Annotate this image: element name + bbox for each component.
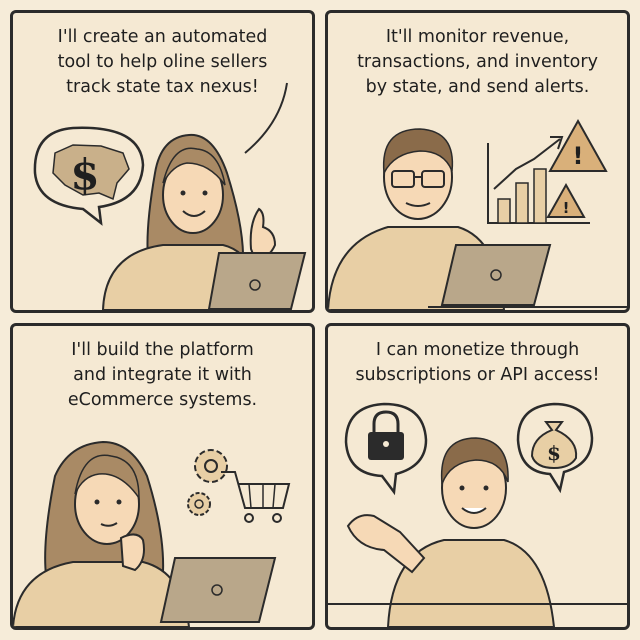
- comic-panel-2: ! ! It'll monitor revenue, tr: [325, 10, 630, 313]
- panel-4-caption: I can monetize through subscriptions or …: [336, 338, 619, 388]
- warning-icon: ! !: [546, 118, 608, 218]
- svg-text:!: !: [573, 142, 584, 170]
- laptop: [159, 557, 277, 623]
- dollar-map-icon: $: [33, 126, 145, 226]
- comic-panel-3: I'll build the platform and integrate it…: [10, 323, 315, 630]
- caption-line: It'll monitor revenue,: [385, 27, 570, 47]
- caption-line: I'll build the platform: [71, 340, 254, 360]
- caption-line: subscriptions or API access!: [355, 365, 600, 385]
- svg-text:$: $: [70, 150, 99, 199]
- man-character: [346, 437, 556, 627]
- panel-2-caption: It'll monitor revenue, transactions, and…: [336, 25, 619, 100]
- caption-line: and integrate it with: [73, 365, 252, 385]
- money-bag-icon: $: [516, 402, 594, 494]
- svg-text:$: $: [547, 441, 561, 465]
- comic-panel-4: $ I can monetize through subscriptions o…: [325, 323, 630, 630]
- svg-text:!: !: [563, 199, 570, 217]
- shopping-cart-icon: [221, 471, 291, 523]
- lock-icon: [344, 402, 428, 496]
- caption-line: transactions, and inventory: [357, 52, 598, 72]
- caption-line: by state, and send alerts.: [365, 77, 590, 97]
- caption-line: eCommerce systems.: [67, 390, 258, 410]
- caption-line: I'll create an automated: [57, 27, 268, 47]
- laptop: [207, 252, 307, 310]
- laptop: [428, 244, 627, 308]
- bar-chart-icon: [487, 136, 590, 224]
- gear-icon: [187, 449, 228, 516]
- panel-3-caption: I'll build the platform and integrate it…: [21, 338, 304, 413]
- caption-line: track state tax nexus!: [66, 77, 259, 97]
- comic-panel-1: $ I'll create an automated tool to help: [10, 10, 315, 313]
- caption-line: I can monetize through: [375, 340, 580, 360]
- woman-character: [13, 440, 191, 627]
- caption-line: tool to help oline sellers: [57, 52, 268, 72]
- panel-4-illustration: $: [328, 402, 627, 627]
- panel-3-illustration: [13, 440, 291, 627]
- panel-2-illustration: ! !: [328, 118, 627, 310]
- panel-1-caption: I'll create an automated tool to help ol…: [21, 25, 304, 100]
- panel-1-illustration: $: [33, 82, 307, 310]
